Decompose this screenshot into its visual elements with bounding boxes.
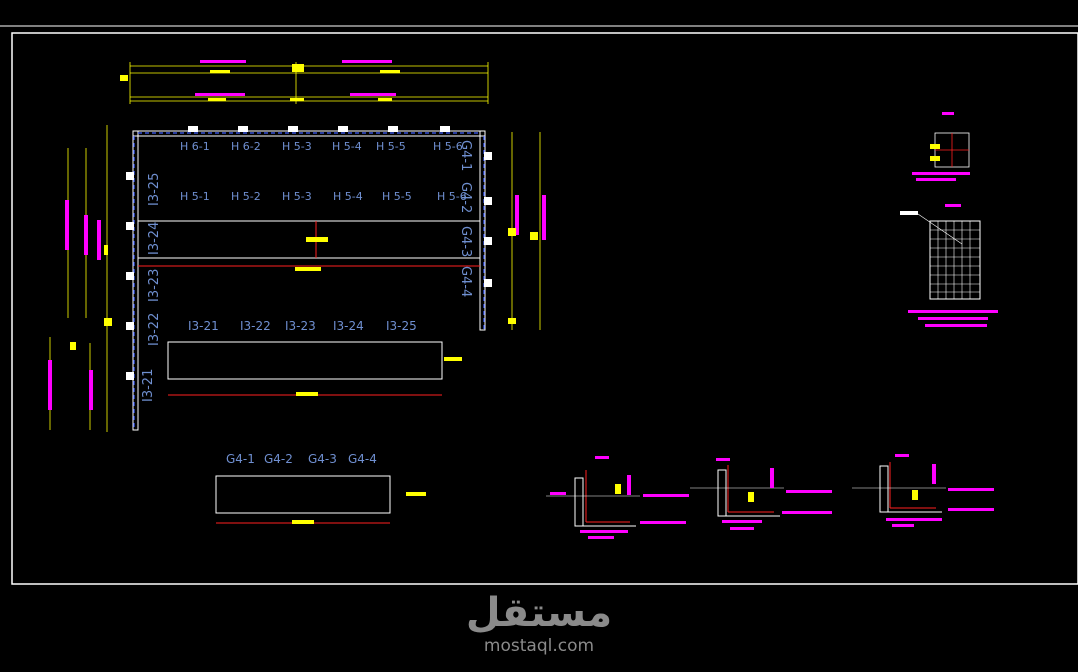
label-g4-4: G4-4 bbox=[348, 452, 377, 466]
h6-labels: H 6-1 H 6-2 H 5-3 H 5-4 H 5-5 H 5-6 bbox=[180, 140, 463, 153]
label-i3-23: I3-23 bbox=[285, 319, 316, 333]
label-i3-21-vertical: I3-21 bbox=[141, 369, 156, 402]
label-h6-5: H 5-5 bbox=[376, 140, 406, 153]
label-h5-5: H 5-5 bbox=[382, 190, 412, 203]
label-i3-22-vertical: I3-22 bbox=[147, 313, 162, 346]
label-g4-1-vertical: G4-1 bbox=[458, 140, 473, 171]
section-details bbox=[546, 454, 994, 539]
detail-small-section bbox=[912, 112, 970, 181]
top-dimensions bbox=[120, 60, 489, 104]
left-dimensions bbox=[48, 125, 112, 432]
label-h6-4: H 5-4 bbox=[332, 140, 362, 153]
label-h5-6: H 5-6 bbox=[437, 190, 467, 203]
watermark-site: mostaql.com bbox=[483, 636, 595, 656]
label-g4-2-vertical: G4-2 bbox=[458, 182, 473, 213]
label-h5-3: H 5-3 bbox=[282, 190, 312, 203]
i-row-labels: I3-21 I3-22 I3-23 I3-24 I3-25 bbox=[188, 319, 417, 333]
label-h6-2: H 6-2 bbox=[231, 140, 261, 153]
wall-elevation bbox=[126, 126, 492, 431]
detail-mesh-grid bbox=[900, 204, 998, 327]
label-i3-25-vertical: I3-25 bbox=[147, 173, 162, 206]
label-h6-6: H 5-6 bbox=[433, 140, 463, 153]
label-g4-4-vertical: G4-4 bbox=[458, 266, 473, 297]
label-h6-1: H 6-1 bbox=[180, 140, 210, 153]
h5-labels: H 5-1 H 5-2 H 5-3 H 5-4 H 5-5 H 5-6 bbox=[180, 190, 467, 203]
g-right-labels: G4-1 G4-2 G4-3 G4-4 bbox=[458, 140, 473, 297]
label-g4-3-vertical: G4-3 bbox=[458, 226, 473, 257]
label-i3-23-vertical: I3-23 bbox=[147, 269, 162, 302]
label-i3-24: I3-24 bbox=[333, 319, 364, 333]
label-g4-3: G4-3 bbox=[308, 452, 337, 466]
label-i3-21: I3-21 bbox=[188, 319, 219, 333]
label-h5-1: H 5-1 bbox=[180, 190, 210, 203]
i-left-labels: I3-25 I3-24 I3-23 I3-22 I3-21 bbox=[141, 173, 162, 402]
label-g4-2: G4-2 bbox=[264, 452, 293, 466]
label-i3-24-vertical: I3-24 bbox=[147, 222, 162, 255]
watermark-arabic: مستقل bbox=[465, 590, 613, 636]
section-detail-2 bbox=[690, 458, 832, 530]
label-g4-1: G4-1 bbox=[226, 452, 255, 466]
label-i3-22: I3-22 bbox=[240, 319, 271, 333]
label-i3-25: I3-25 bbox=[386, 319, 417, 333]
section-detail-1 bbox=[546, 456, 689, 539]
right-dimensions bbox=[508, 132, 546, 330]
g4-beam: G4-1 G4-2 G4-3 G4-4 bbox=[215, 452, 426, 524]
section-detail-3 bbox=[852, 454, 994, 527]
label-h6-3: H 5-3 bbox=[282, 140, 312, 153]
label-h5-2: H 5-2 bbox=[231, 190, 261, 203]
drawing-border bbox=[11, 32, 1078, 585]
label-h5-4: H 5-4 bbox=[333, 190, 363, 203]
